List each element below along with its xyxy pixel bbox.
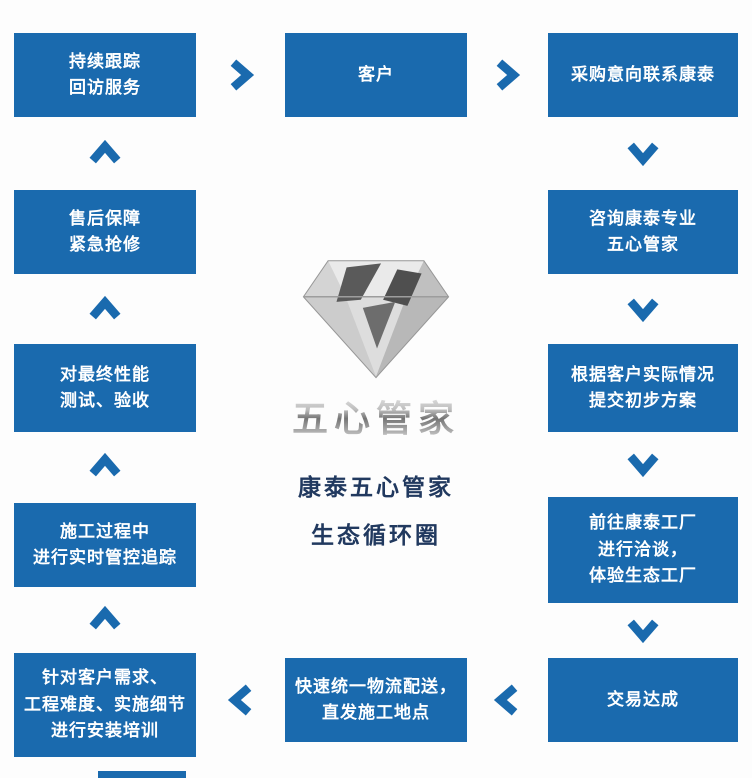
chevron-right-icon [490, 58, 524, 92]
chevron-left-icon [490, 683, 524, 717]
box-performance-acceptance: 对最终性能 测试、验收 [14, 344, 196, 432]
box-aftersales-repair: 售后保障 紧急抢修 [14, 190, 196, 274]
center-caption-line2: 生态循环圈 [311, 522, 441, 548]
chevron-down-icon [626, 613, 660, 647]
cropped-element [98, 771, 186, 778]
box-deal-closed: 交易达成 [548, 658, 738, 742]
chevron-up-icon [88, 136, 122, 170]
chevron-up-icon [88, 292, 122, 326]
chevron-down-icon [626, 136, 660, 170]
center-caption-line1: 康泰五心管家 [298, 474, 454, 500]
diamond-logo-icon [285, 244, 467, 386]
chevron-right-icon [224, 58, 258, 92]
box-construction-tracking: 施工过程中 进行实时管控追踪 [14, 503, 196, 587]
chevron-down-icon [626, 447, 660, 481]
box-continuous-followup: 持续跟踪 回访服务 [14, 33, 196, 117]
chevron-left-icon [224, 683, 258, 717]
box-installation-training: 针对客户需求、 工程难度、实施细节 进行安装培训 [14, 653, 196, 757]
box-initial-proposal: 根据客户实际情况 提交初步方案 [548, 344, 738, 432]
logo-wordmark: 五心管家 [255, 390, 497, 442]
box-factory-visit: 前往康泰工厂 进行洽谈， 体验生态工厂 [548, 497, 738, 603]
box-customer: 客户 [285, 33, 467, 117]
chevron-down-icon [626, 292, 660, 326]
chevron-up-icon [88, 449, 122, 483]
box-purchase-intent: 采购意向联系康泰 [548, 33, 738, 117]
chevron-up-icon [88, 602, 122, 636]
box-logistics-delivery: 快速统一物流配送， 直发施工地点 [285, 658, 467, 742]
box-consult-experts: 咨询康泰专业 五心管家 [548, 190, 738, 274]
